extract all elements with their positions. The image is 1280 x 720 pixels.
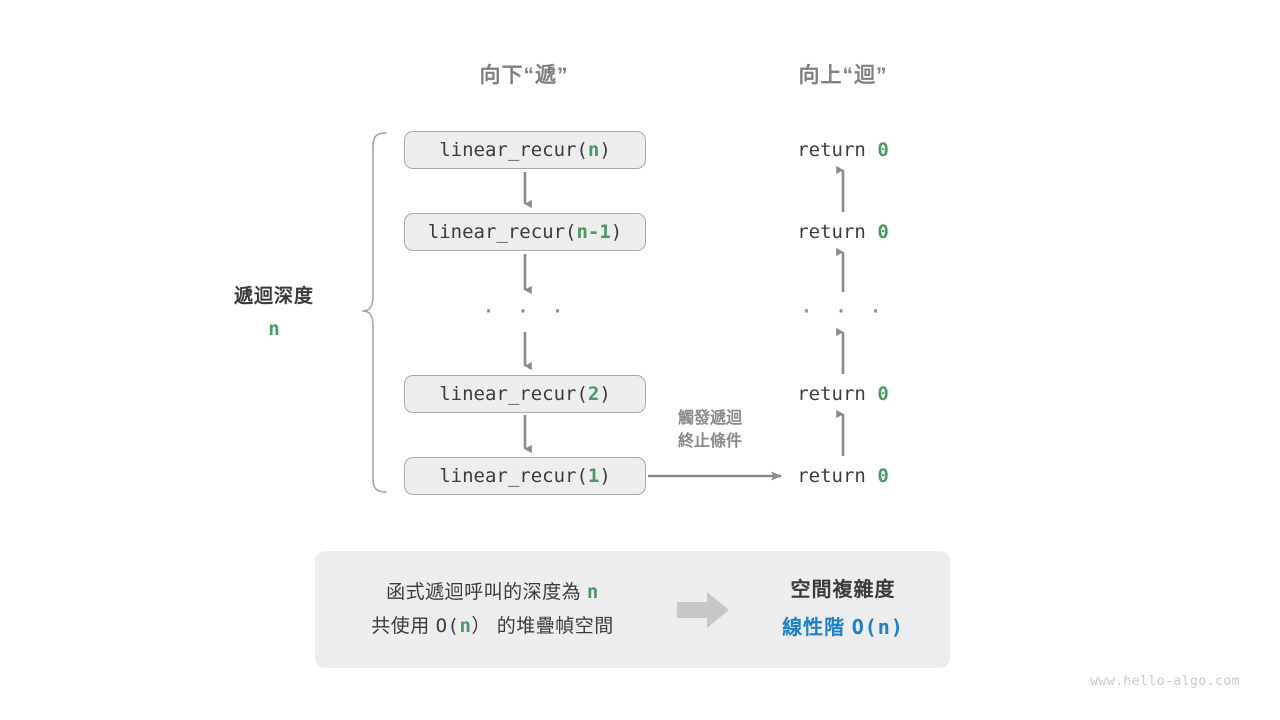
summary-line-1-n: n [586,581,599,604]
return-value: 0 [877,465,889,487]
call-frame-prefix: linear_recur( [427,221,577,243]
return-value: 0 [877,139,889,161]
summary-line-2-tail: 的堆疊幀空間 [490,615,614,637]
return-statement: return 0 [797,139,889,161]
recursion-depth-title: 遞迴深度 [233,286,315,307]
summary-line-1-text: 函式遞迴呼叫的深度為 [386,582,587,604]
call-frame-suffix: ) [599,139,611,161]
call-frame-box[interactable]: linear_recur(1) [404,457,646,495]
return-value: 0 [877,383,889,405]
return-statement: return 0 [797,465,889,487]
call-frame-box[interactable]: linear_recur(n-1) [404,213,646,251]
call-frame-arg: n [587,139,600,161]
summary-arrow-slot [670,589,736,631]
complexity-summary-panel: 函式遞迴呼叫的深度為 n 共使用 O(n） 的堆疊幀空間 空間複雜度 線性階 O… [315,551,950,668]
return-statement: return 0 [797,221,889,243]
call-frame-box[interactable]: linear_recur(2) [404,375,646,413]
recursion-depth-value: n [268,318,280,340]
call-frame-suffix: ) [599,383,611,405]
column-header-ascend: 向上“迴” [798,64,888,87]
depth-brace [362,132,387,493]
summary-result-title: 空間複雜度 [790,579,896,601]
right-block-arrow-icon [677,591,729,628]
return-keyword: return [797,383,878,405]
return-value: 0 [877,221,889,243]
call-frame-suffix: ) [610,221,623,243]
return-statement: return 0 [797,383,889,405]
call-frame-arg: 1 [587,465,600,487]
base-case-note-line1: 觸發遞迴 [677,410,743,427]
summary-line-1: 函式遞迴呼叫的深度為 n [315,576,670,609]
summary-line-2-bigo: O( [435,614,460,637]
call-frame-prefix: linear_recur( [439,383,588,405]
call-frame-arg: 2 [587,383,600,405]
return-keyword: return [797,139,878,161]
base-case-note-line2: 終止條件 [677,433,743,451]
return-ellipsis: · · · [799,299,887,325]
return-keyword: return [797,221,878,243]
summary-result-order: 線性階 [782,617,852,639]
call-frame-box[interactable]: linear_recur(n) [404,131,646,169]
summary-result-value: 線性階 O(n) [736,611,950,645]
recursion-depth-annotation: 遞迴深度 n [234,281,314,340]
summary-line-2-paren: ） [471,615,491,637]
column-header-descend: 向下“遞” [479,64,569,87]
call-frame-prefix: linear_recur( [439,465,588,487]
call-stack-ellipsis: · · · [481,299,569,325]
call-frame-prefix: linear_recur( [439,139,588,161]
return-keyword: return [797,465,878,487]
summary-line-2-n: n [459,614,472,637]
summary-description: 函式遞迴呼叫的深度為 n 共使用 O(n） 的堆疊幀空間 [315,576,670,643]
call-frame-arg: n-1 [576,221,611,243]
site-watermark: www.hello-algo.com [1090,674,1240,689]
summary-line-2: 共使用 O(n） 的堆疊幀空間 [315,610,670,643]
summary-result-notation: O(n) [851,615,904,639]
call-frame-suffix: ) [599,465,611,487]
summary-line-2-text: 共使用 [371,615,436,637]
summary-result: 空間複雜度 線性階 O(n) [736,574,950,645]
base-case-note: 觸發遞迴 終止條件 [678,407,742,453]
